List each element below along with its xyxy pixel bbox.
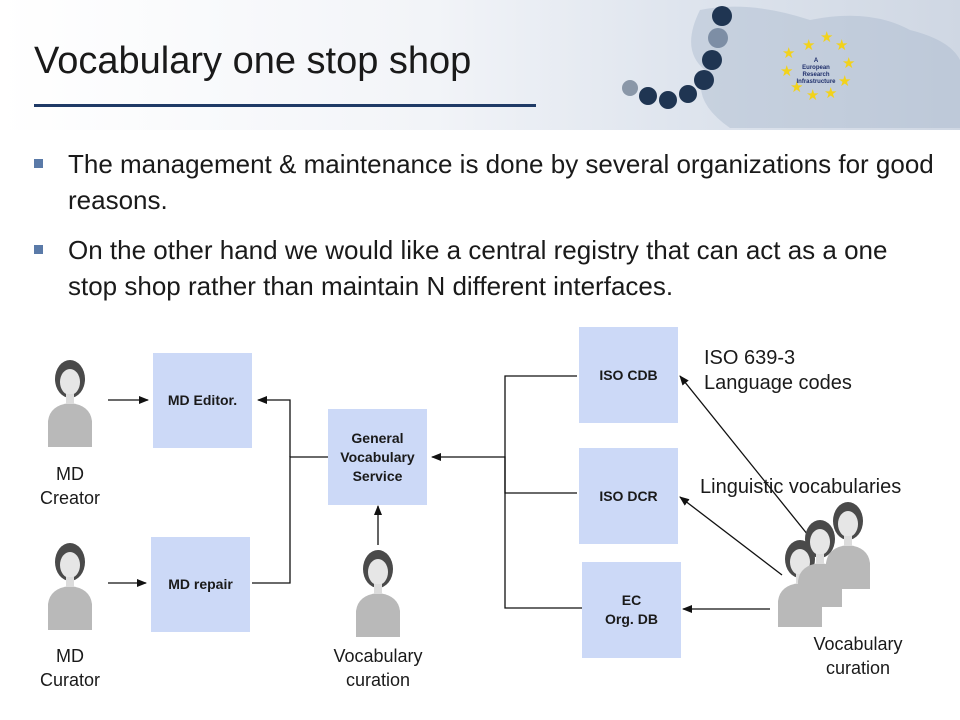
title-underline: [34, 104, 536, 107]
svg-text:★: ★: [790, 78, 803, 96]
ec-org-db-box: EC Org. DB: [582, 562, 681, 658]
arrow-curation-to-isocdb: [679, 375, 813, 541]
svg-text:★: ★: [835, 36, 848, 54]
svg-text:★: ★: [838, 72, 851, 90]
svg-text:★: ★: [782, 44, 795, 62]
line-service-to-repair: [252, 456, 330, 584]
bullet-text: The management & maintenance is done by …: [68, 149, 934, 215]
vocabulary-curator-group-person-icon: [826, 502, 870, 589]
bullet-item: On the other hand we would like a centra…: [34, 232, 934, 304]
svg-text:★: ★: [802, 36, 815, 54]
svg-text:A: A: [814, 58, 819, 64]
bullet-list: The management & maintenance is done by …: [34, 146, 934, 318]
svg-text:★: ★: [806, 86, 819, 104]
line-ecorg-to-service: [504, 457, 582, 609]
bullet-text: On the other hand we would like a centra…: [68, 235, 888, 301]
iso-639-3-label: ISO 639-3 Language codes: [704, 347, 852, 394]
bullet-marker: [34, 245, 43, 254]
md-editor-box: MD Editor.: [153, 353, 252, 448]
md-creator-person-icon: [48, 360, 92, 447]
map-background: [691, 6, 960, 128]
iso-dcr-box: ISO DCR: [579, 448, 678, 544]
vocabulary-curation-group-caption: Vocabulary curation: [813, 634, 903, 678]
bullet-marker: [34, 159, 43, 168]
svg-text:★: ★: [820, 28, 833, 46]
vocabulary-curator-group-person-icon: [798, 520, 842, 607]
linguistic-vocabularies-label: Linguistic vocabularies: [700, 476, 902, 498]
arrow-service-to-editor: [257, 396, 291, 457]
vocabulary-curation-caption: Vocabulary curation: [333, 646, 423, 690]
svg-text:Research: Research: [802, 72, 829, 78]
sphere-chain: [622, 6, 732, 109]
header-band: [0, 0, 960, 130]
svg-text:Infrastructure: Infrastructure: [796, 79, 836, 85]
slide-title: Vocabulary one stop shop: [34, 40, 472, 82]
md-repair-box: MD repair: [151, 537, 250, 632]
general-vocabulary-service-box: General Vocabulary Service: [328, 409, 427, 505]
bullet-item: The management & maintenance is done by …: [34, 146, 934, 218]
eu-stars-logo-icon: ★ ★ ★ ★ ★ ★ ★ ★ ★ ★ A European Research …: [622, 6, 960, 128]
md-creator-caption: MD Creator: [39, 464, 101, 508]
star-ring: ★ ★ ★ ★ ★ ★ ★ ★ ★ ★: [780, 28, 855, 104]
iso-cdb-box: ISO CDB: [579, 327, 678, 423]
md-curator-caption: MD Curator: [39, 646, 101, 690]
svg-text:European: European: [802, 65, 830, 71]
vocabulary-curator-person-icon: [356, 550, 400, 637]
arrow-curation-to-isodcr: [679, 496, 783, 576]
arrow-isodcr-to-service: [431, 453, 577, 494]
line-isocdb-to-service: [504, 375, 577, 457]
svg-text:★: ★: [780, 62, 793, 80]
logo-inner-text: A European Research Infrastructure: [796, 58, 836, 85]
svg-text:★: ★: [824, 84, 837, 102]
svg-text:★: ★: [842, 54, 855, 72]
md-curator-person-icon: [48, 543, 92, 630]
